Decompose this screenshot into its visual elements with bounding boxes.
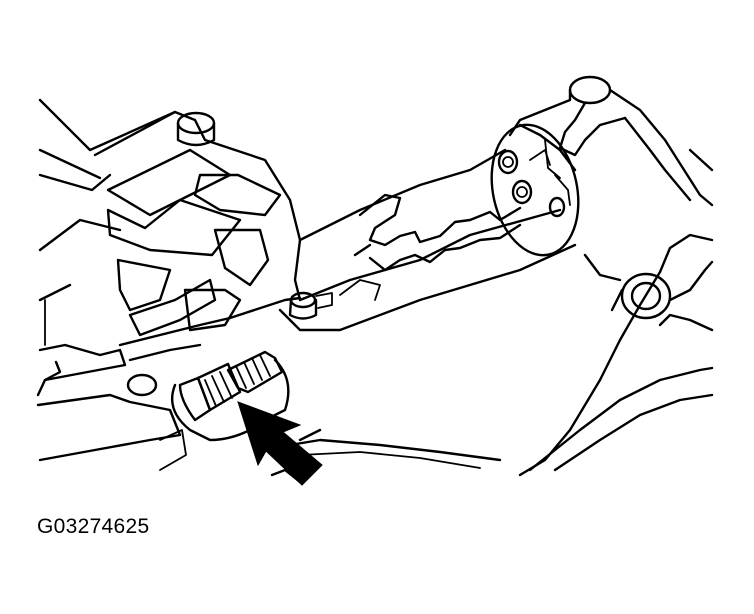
tube-body <box>278 148 577 332</box>
end-cap <box>490 123 580 257</box>
indicator-arrow <box>237 401 323 486</box>
mount-arm <box>508 75 714 477</box>
stud-bolt <box>170 350 290 442</box>
lower-housing <box>270 366 714 484</box>
figure-id-label: G03274625 <box>37 515 150 538</box>
bracket-casting <box>36 98 302 471</box>
